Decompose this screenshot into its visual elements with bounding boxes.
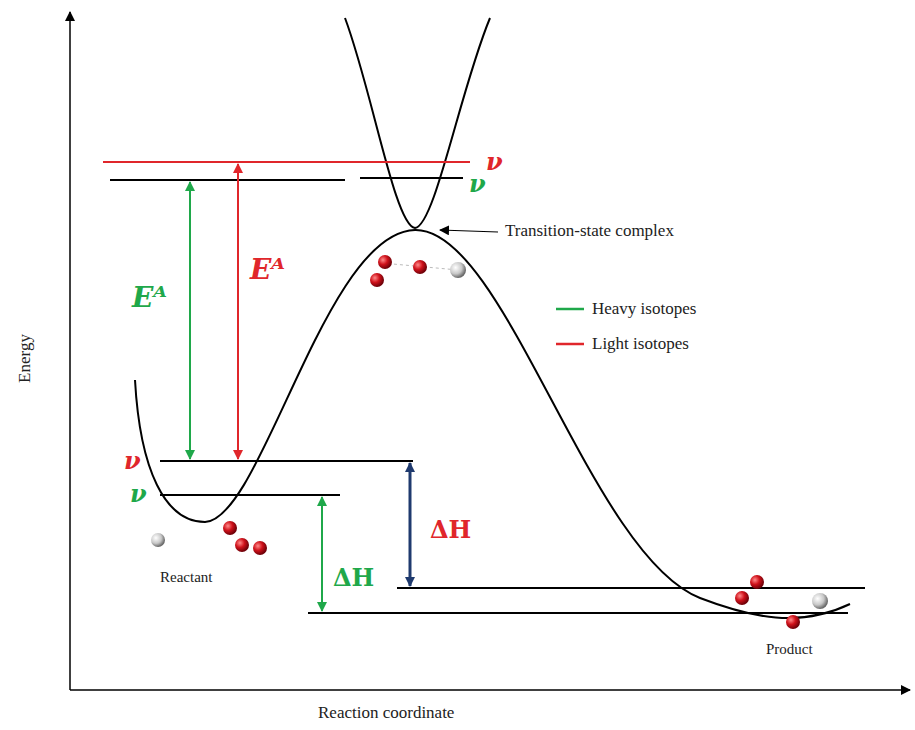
activation-energy-label: Eᴬ [250,256,285,284]
species-label: Product [766,642,813,657]
species-label: Reactant [160,570,212,585]
frequency-label: ν [469,172,486,196]
axis-title: Energy [16,334,33,383]
enthalpy-label: ΔH [333,566,374,590]
axis-title: Reaction coordinate [318,704,454,721]
callout-label: Transition-state complex [505,222,674,239]
activation-energy-label: Eᴬ [132,284,167,312]
legend-text: Heavy isotopes [592,300,696,317]
frequency-label: ν [486,150,503,174]
enthalpy-label: ΔH [430,518,471,542]
frequency-label: ν [124,449,141,473]
legend-text: Light isotopes [592,335,689,352]
frequency-label: ν [130,482,147,506]
